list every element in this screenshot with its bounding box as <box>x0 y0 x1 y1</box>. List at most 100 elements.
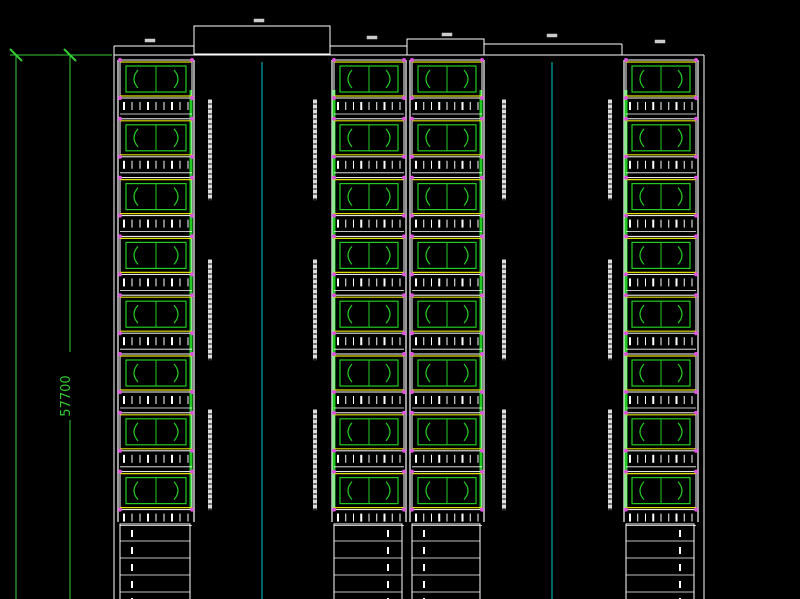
annotation-glyph <box>313 439 317 444</box>
unit-node <box>624 469 628 474</box>
top-label-mark <box>546 33 558 38</box>
unit-node <box>190 58 194 62</box>
unit-frame <box>119 412 193 452</box>
module-column <box>117 58 195 599</box>
annotation-glyph <box>208 319 212 324</box>
annotation-glyph <box>313 164 317 169</box>
annotation-glyph <box>502 499 506 504</box>
unit-node <box>402 293 406 298</box>
annotation-glyph <box>608 134 612 139</box>
dimension-label: 57700 <box>59 375 74 416</box>
module-unit <box>332 116 406 174</box>
annotation-glyph <box>502 344 506 349</box>
unit-frame <box>333 235 405 275</box>
module-unit <box>410 469 484 526</box>
annotation-glyph <box>502 354 506 359</box>
unit-curve <box>133 481 179 500</box>
annotation-glyph <box>208 194 212 199</box>
unit-curve <box>133 363 179 383</box>
unit-frame <box>333 294 405 334</box>
dimension-tick-inner <box>63 48 77 62</box>
annotation-glyph <box>208 354 212 359</box>
annotation-glyph <box>208 104 212 109</box>
annotation-glyph <box>313 484 317 489</box>
annotation-glyph <box>608 159 612 164</box>
annotation-glyph <box>502 474 506 479</box>
top-label-mark <box>366 35 378 40</box>
module-unit <box>624 410 698 468</box>
roof-block-center <box>406 38 485 56</box>
annotation-glyph <box>313 189 317 194</box>
annotation-glyph <box>608 434 612 439</box>
annotation-glyph <box>502 494 506 499</box>
annotation-glyph <box>208 444 212 449</box>
unit-node <box>402 352 406 356</box>
annotation-glyph <box>608 299 612 304</box>
annotation-glyph <box>608 304 612 309</box>
annotation-glyph <box>313 114 317 119</box>
module-unit <box>118 116 194 174</box>
annotation-glyph <box>502 289 506 294</box>
annotation-glyph <box>502 334 506 339</box>
unit-curve <box>347 363 391 383</box>
unit-node <box>190 175 194 180</box>
unit-node <box>480 293 484 298</box>
annotation-glyph <box>313 274 317 279</box>
annotation-glyph <box>313 119 317 124</box>
annotation-glyph <box>208 154 212 159</box>
unit-node <box>480 154 484 159</box>
module-unit <box>624 469 698 526</box>
unit-node <box>118 116 122 121</box>
annotation-glyph <box>608 499 612 504</box>
annotation-glyph <box>502 279 506 284</box>
unit-node <box>332 469 336 474</box>
roof-block-left <box>193 25 331 55</box>
annotation-glyph <box>313 194 317 199</box>
unit-curve <box>425 246 469 265</box>
unit-frame <box>333 59 405 99</box>
module-unit <box>410 410 484 468</box>
unit-frame <box>119 118 193 158</box>
unit-node <box>410 331 414 336</box>
unit-node <box>410 448 414 453</box>
module-unit <box>332 469 406 526</box>
unit-curve <box>639 363 683 383</box>
annotation-glyph <box>313 289 317 294</box>
unit-node <box>624 293 628 298</box>
annotation-glyph <box>208 344 212 349</box>
annotation-glyph <box>502 159 506 164</box>
annotation-glyph <box>313 139 317 144</box>
annotation-glyph <box>608 179 612 184</box>
module-unit <box>332 234 406 291</box>
annotation-glyph <box>502 274 506 279</box>
unit-node <box>402 234 406 239</box>
lower-section <box>119 523 191 599</box>
annotation-glyph <box>502 119 506 124</box>
unit-frame <box>411 353 483 393</box>
unit-curve <box>347 304 391 324</box>
annotation-glyph <box>502 284 506 289</box>
annotation-glyph <box>313 489 317 494</box>
annotation-glyph <box>313 424 317 429</box>
annotation-glyph <box>608 124 612 129</box>
unit-curve <box>425 187 469 206</box>
annotation-glyph <box>313 144 317 149</box>
annotation-glyph <box>208 144 212 149</box>
unit-node <box>402 469 406 474</box>
unit-node <box>190 331 194 336</box>
unit-node <box>190 507 194 512</box>
annotation-glyph <box>608 449 612 454</box>
lower-frame <box>119 523 191 599</box>
unit-frame <box>411 235 483 275</box>
annotation-glyph <box>313 499 317 504</box>
unit-frame <box>625 235 697 275</box>
annotation-glyph <box>313 169 317 174</box>
module-column <box>409 58 485 599</box>
module-unit <box>118 410 194 468</box>
annotation-glyph <box>208 309 212 314</box>
annotation-glyph <box>208 464 212 469</box>
annotation-glyph <box>208 299 212 304</box>
annotation-glyph <box>313 279 317 284</box>
annotation-glyph <box>608 269 612 274</box>
annotation-glyph <box>502 164 506 169</box>
